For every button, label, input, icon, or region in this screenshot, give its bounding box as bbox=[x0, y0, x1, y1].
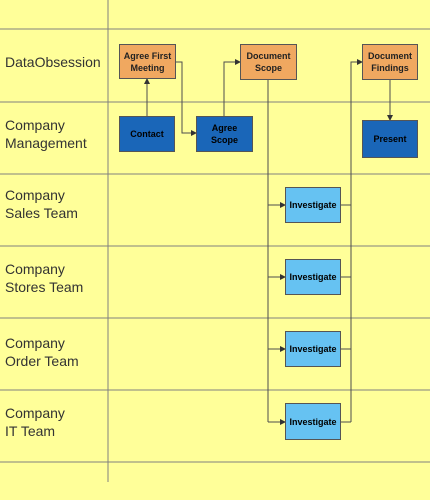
lane-label-company-stores-team: Company Stores Team bbox=[5, 261, 84, 295]
lane-label-dataobsession: DataObsession bbox=[5, 54, 101, 70]
node-document-findings[interactable]: Document Findings bbox=[362, 44, 418, 80]
lane-grid bbox=[0, 0, 430, 482]
node-investigate-order[interactable]: Investigate bbox=[285, 331, 341, 367]
node-document-scope[interactable]: Document Scope bbox=[240, 44, 297, 80]
node-present[interactable]: Present bbox=[362, 120, 418, 158]
node-investigate-sales[interactable]: Investigate bbox=[285, 187, 341, 223]
lane-label-company-it-team: Company IT Team bbox=[5, 405, 65, 439]
lane-label-company-management: Company Management bbox=[5, 117, 87, 151]
node-agree-first-meeting[interactable]: Agree First Meeting bbox=[119, 44, 176, 79]
node-investigate-stores[interactable]: Investigate bbox=[285, 259, 341, 295]
lane-label-company-sales-team: Company Sales Team bbox=[5, 187, 78, 221]
lane-label-company-order-team: Company Order Team bbox=[5, 335, 79, 369]
node-contact[interactable]: Contact bbox=[119, 116, 175, 152]
connector-agree-scope-to-document-scope bbox=[223, 59, 241, 116]
node-investigate-it[interactable]: Investigate bbox=[285, 403, 341, 440]
node-agree-scope[interactable]: Agree Scope bbox=[196, 116, 253, 152]
connectors bbox=[144, 59, 393, 425]
connector-agree-first-meeting-to-agree-scope bbox=[176, 61, 197, 136]
connector-investigations-to-document-findings bbox=[350, 59, 363, 422]
